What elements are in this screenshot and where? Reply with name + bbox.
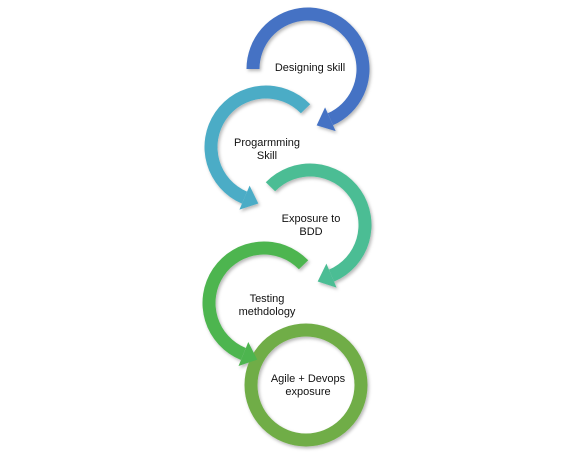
arrow-exposure-bdd-head [317, 263, 337, 288]
step-label-agile-devops: Agile + Devops exposure [253, 373, 363, 399]
arrow-testing-methodology-head [238, 341, 258, 367]
step-label-line: Agile + Devops [270, 373, 346, 385]
arrow-programming-skill-head [239, 185, 259, 210]
arrow-designing-skill-head [316, 107, 336, 132]
step-label-exposure-to-bdd: Exposure to BDD [266, 213, 356, 239]
step-label-testing-methodology: Testing methdology [222, 293, 312, 319]
step-label-line: methdology [238, 306, 296, 318]
step-label-programming-skill: Progarmming Skill [222, 137, 312, 163]
step-label-line: Testing [249, 293, 285, 305]
step-label-line: Skill [256, 150, 278, 162]
arrow-testing-methodology [202, 241, 309, 361]
step-label-line: Progarmming [233, 137, 301, 149]
step-label-line: BDD [299, 226, 323, 238]
step-label-designing-skill: Designing skill [265, 62, 355, 75]
step-label-line: Designing skill [274, 62, 346, 74]
arrow-programming-skill [204, 85, 311, 204]
step-label-line: exposure [285, 386, 331, 398]
ring-agile-devops [244, 323, 368, 447]
arrow-exposure-bdd [265, 163, 372, 282]
step-label-line: Exposure to [281, 213, 341, 225]
